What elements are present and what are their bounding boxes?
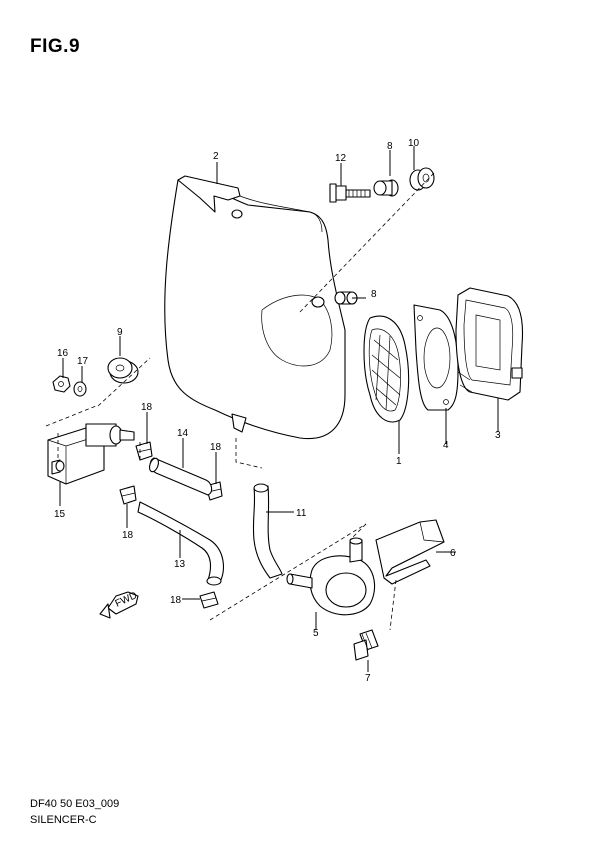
clamp-18-d	[199, 591, 219, 609]
callout-18-d: 18	[170, 595, 182, 606]
cover-part	[455, 287, 524, 401]
nut-16	[52, 375, 71, 393]
hose-14	[148, 457, 213, 496]
callout-11: 11	[296, 508, 307, 519]
callout-10: 10	[408, 138, 420, 149]
callout-8-top: 8	[387, 141, 393, 152]
grommet-9	[107, 357, 139, 384]
bolt-7	[353, 629, 379, 661]
bolt-12	[329, 183, 371, 203]
diagram-code: DF40 50 E03_009	[30, 798, 120, 810]
callout-8-mid: 8	[371, 289, 377, 300]
callout-2: 2	[213, 151, 219, 162]
callout-7: 7	[365, 673, 371, 684]
washer-17	[73, 381, 87, 397]
assembly-dash-lines	[45, 171, 436, 631]
clamp-18-c	[119, 485, 137, 505]
callout-12: 12	[335, 153, 347, 164]
collar-8-top	[373, 179, 399, 197]
valve-15	[47, 423, 135, 485]
callout-6: 6	[450, 548, 456, 559]
callout-9: 9	[117, 327, 123, 338]
bracket-6	[375, 519, 445, 585]
callout-13: 13	[174, 559, 186, 570]
clamp-18-a	[135, 441, 153, 461]
grommet-10	[409, 167, 435, 191]
silencer-case	[164, 175, 346, 440]
callout-5: 5	[313, 628, 319, 639]
valve-5	[286, 537, 376, 616]
leader-lines	[59, 146, 499, 672]
gasket-part	[413, 304, 459, 411]
screen-part	[363, 315, 410, 423]
callout-17: 17	[77, 356, 89, 367]
callout-18-c: 18	[122, 530, 134, 541]
fwd-arrow-icon: FWD	[99, 590, 139, 619]
callout-18-a: 18	[141, 402, 153, 413]
callout-4: 4	[443, 440, 449, 451]
callout-3: 3	[495, 430, 501, 441]
callout-16: 16	[57, 348, 69, 359]
callout-15: 15	[54, 509, 66, 520]
figure-title: FIG.9	[30, 36, 81, 57]
hose-11	[252, 483, 283, 579]
callout-14: 14	[177, 428, 189, 439]
callout-1: 1	[396, 456, 402, 467]
callout-numbers: 2 12 8 10 8 9 16 17 18 14 18 18 13 11 15…	[54, 138, 501, 684]
diagram-name: SILENCER-C	[30, 814, 97, 826]
callout-18-b: 18	[210, 442, 222, 453]
hose-13	[137, 501, 224, 586]
